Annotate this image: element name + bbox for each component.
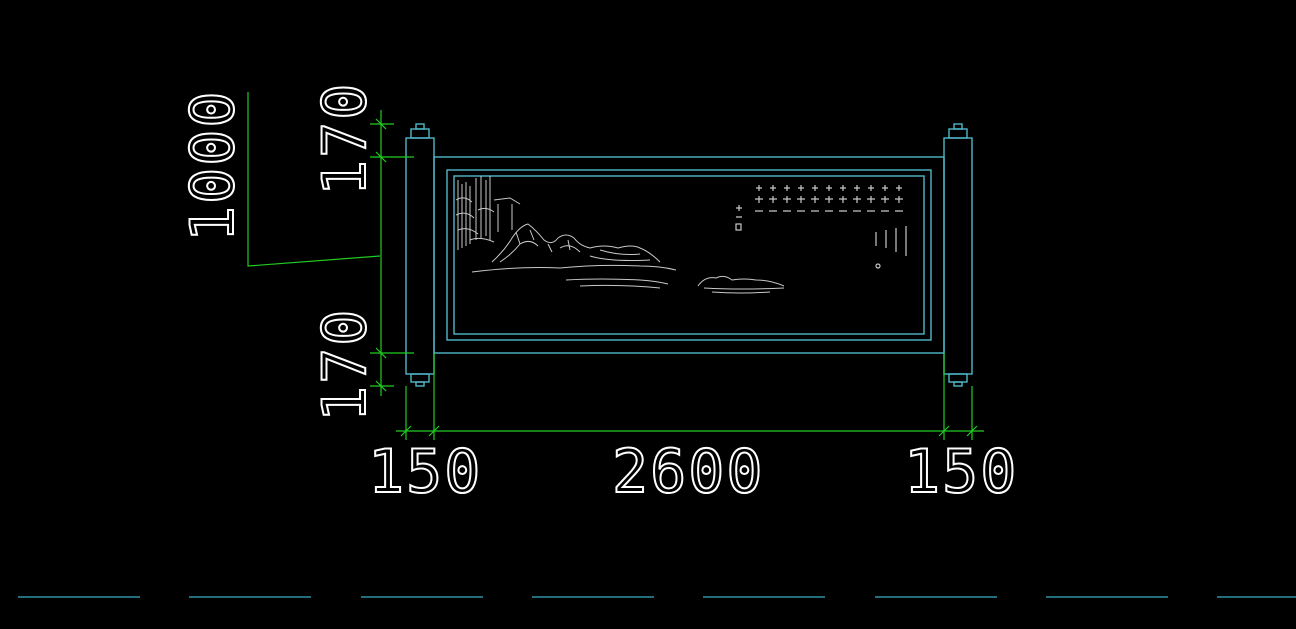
screen-frame: [405, 123, 973, 387]
right-post-cap-bottom: [948, 373, 968, 383]
right-post-cap-top-knob: [953, 123, 963, 130]
left-post-cap-bottom-knob: [415, 381, 425, 387]
dim-label-1000: 1000: [178, 90, 248, 243]
left-post-cap-top-knob: [415, 123, 425, 130]
dim-label-2600: 2600: [612, 437, 765, 507]
dim-label-170-bottom: 170: [310, 308, 380, 422]
panel-inner: [446, 169, 932, 341]
island: [697, 275, 785, 287]
left-post: [405, 137, 435, 375]
mountain-range: [491, 223, 661, 263]
dimension-labels: 1000 170 170 150 2600 150: [177, 81, 1018, 508]
calligraphy-text: [735, 185, 907, 269]
panel-inner-border: [453, 175, 925, 335]
pavilion-trees: [455, 176, 521, 250]
shoreline: [471, 264, 677, 273]
left-post-cap-top: [410, 128, 430, 139]
right-post-cap-top: [948, 128, 968, 139]
panel-outer: [433, 156, 945, 354]
right-post-cap-bottom-knob: [953, 381, 963, 387]
dimension-lines: [247, 92, 984, 440]
dim-label-150-right: 150: [904, 437, 1018, 507]
left-post-cap-bottom: [410, 373, 430, 383]
leader-1000: [247, 92, 381, 267]
engraved-landscape: [455, 176, 907, 294]
right-post: [943, 137, 973, 375]
dim-label-150-left: 150: [368, 437, 482, 507]
dim-label-170-top: 170: [310, 82, 380, 196]
